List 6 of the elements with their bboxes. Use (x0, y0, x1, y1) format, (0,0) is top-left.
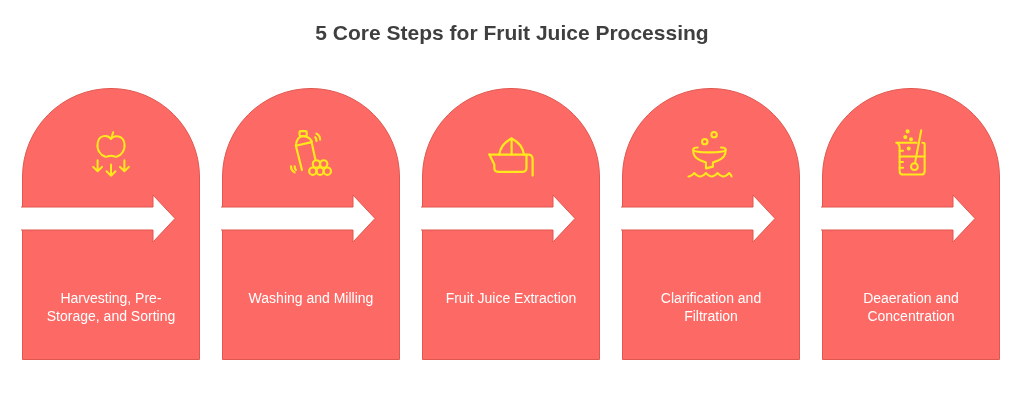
step-label: Washing and Milling (248, 290, 374, 306)
step-label: Fruit Juice Extraction (445, 290, 577, 306)
step-label: Harvesting, Pre-Storage, and Sorting (46, 290, 176, 324)
title: 5 Core Steps for Fruit Juice Processing (315, 21, 709, 44)
step-label: Deaeration and Concentration (863, 290, 959, 324)
step-label: Clarification and Filtration (660, 290, 762, 324)
